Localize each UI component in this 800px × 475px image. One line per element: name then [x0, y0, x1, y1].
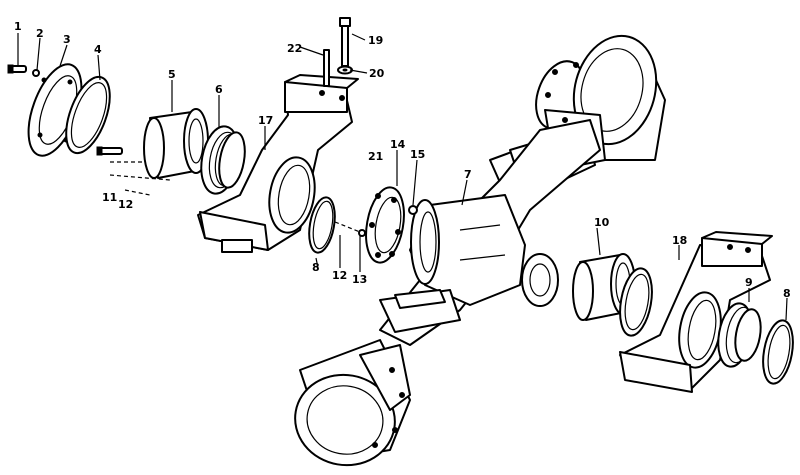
wheel-hub-lower — [294, 339, 411, 467]
callout-8-left: 8 — [312, 261, 320, 274]
bushing-5 — [143, 108, 209, 179]
callout-7: 7 — [464, 168, 472, 181]
callout-3: 3 — [63, 33, 71, 46]
callout-10: 10 — [594, 216, 610, 229]
callout-12: 12 — [332, 269, 347, 282]
seal-9 — [717, 302, 762, 368]
callout-20: 20 — [369, 67, 385, 80]
callout-2: 2 — [36, 27, 44, 40]
callout-21: 21 — [368, 150, 383, 163]
callout-17: 17 — [258, 114, 273, 127]
o-ring-8-left — [308, 196, 336, 254]
washer-2 — [32, 69, 40, 77]
callout-1: 1 — [14, 20, 22, 33]
callout-9: 9 — [745, 276, 753, 289]
callout-13: 13 — [352, 273, 367, 286]
callout-19: 19 — [368, 34, 383, 47]
seal-6 — [200, 125, 246, 195]
trunnion-bracket-18 — [619, 231, 773, 393]
leader-lines — [17, 33, 788, 321]
callout-11: 11 — [102, 191, 117, 204]
washer-20 — [337, 65, 353, 75]
callout-4: 4 — [94, 43, 102, 56]
callout-18: 18 — [672, 234, 687, 247]
callout-12-left: 12 — [118, 198, 133, 211]
axle-housing — [379, 119, 601, 346]
bolt-1 — [7, 64, 27, 74]
trunnion-bracket-17 — [197, 74, 359, 253]
bolt-11 — [96, 146, 171, 196]
callout-8-right: 8 — [783, 287, 791, 300]
callout-6: 6 — [215, 83, 223, 96]
pin-22 — [323, 49, 330, 87]
drive-flange-14 — [365, 186, 405, 264]
callout-22: 22 — [287, 42, 302, 55]
gasket-4 — [65, 75, 111, 155]
callout-5: 5 — [168, 68, 176, 81]
pin-12-13 — [334, 221, 366, 237]
front-cross-member — [379, 289, 461, 333]
callout-labels: 1 2 3 4 5 6 17 22 19 20 21 14 15 7 11 12… — [14, 20, 791, 300]
callout-14: 14 — [390, 138, 406, 151]
callout-15: 15 — [410, 148, 425, 161]
o-ring-8-right — [762, 319, 794, 385]
o-ring-right — [619, 267, 653, 337]
bolt-19 — [339, 17, 351, 67]
bolt-15 — [408, 205, 418, 215]
